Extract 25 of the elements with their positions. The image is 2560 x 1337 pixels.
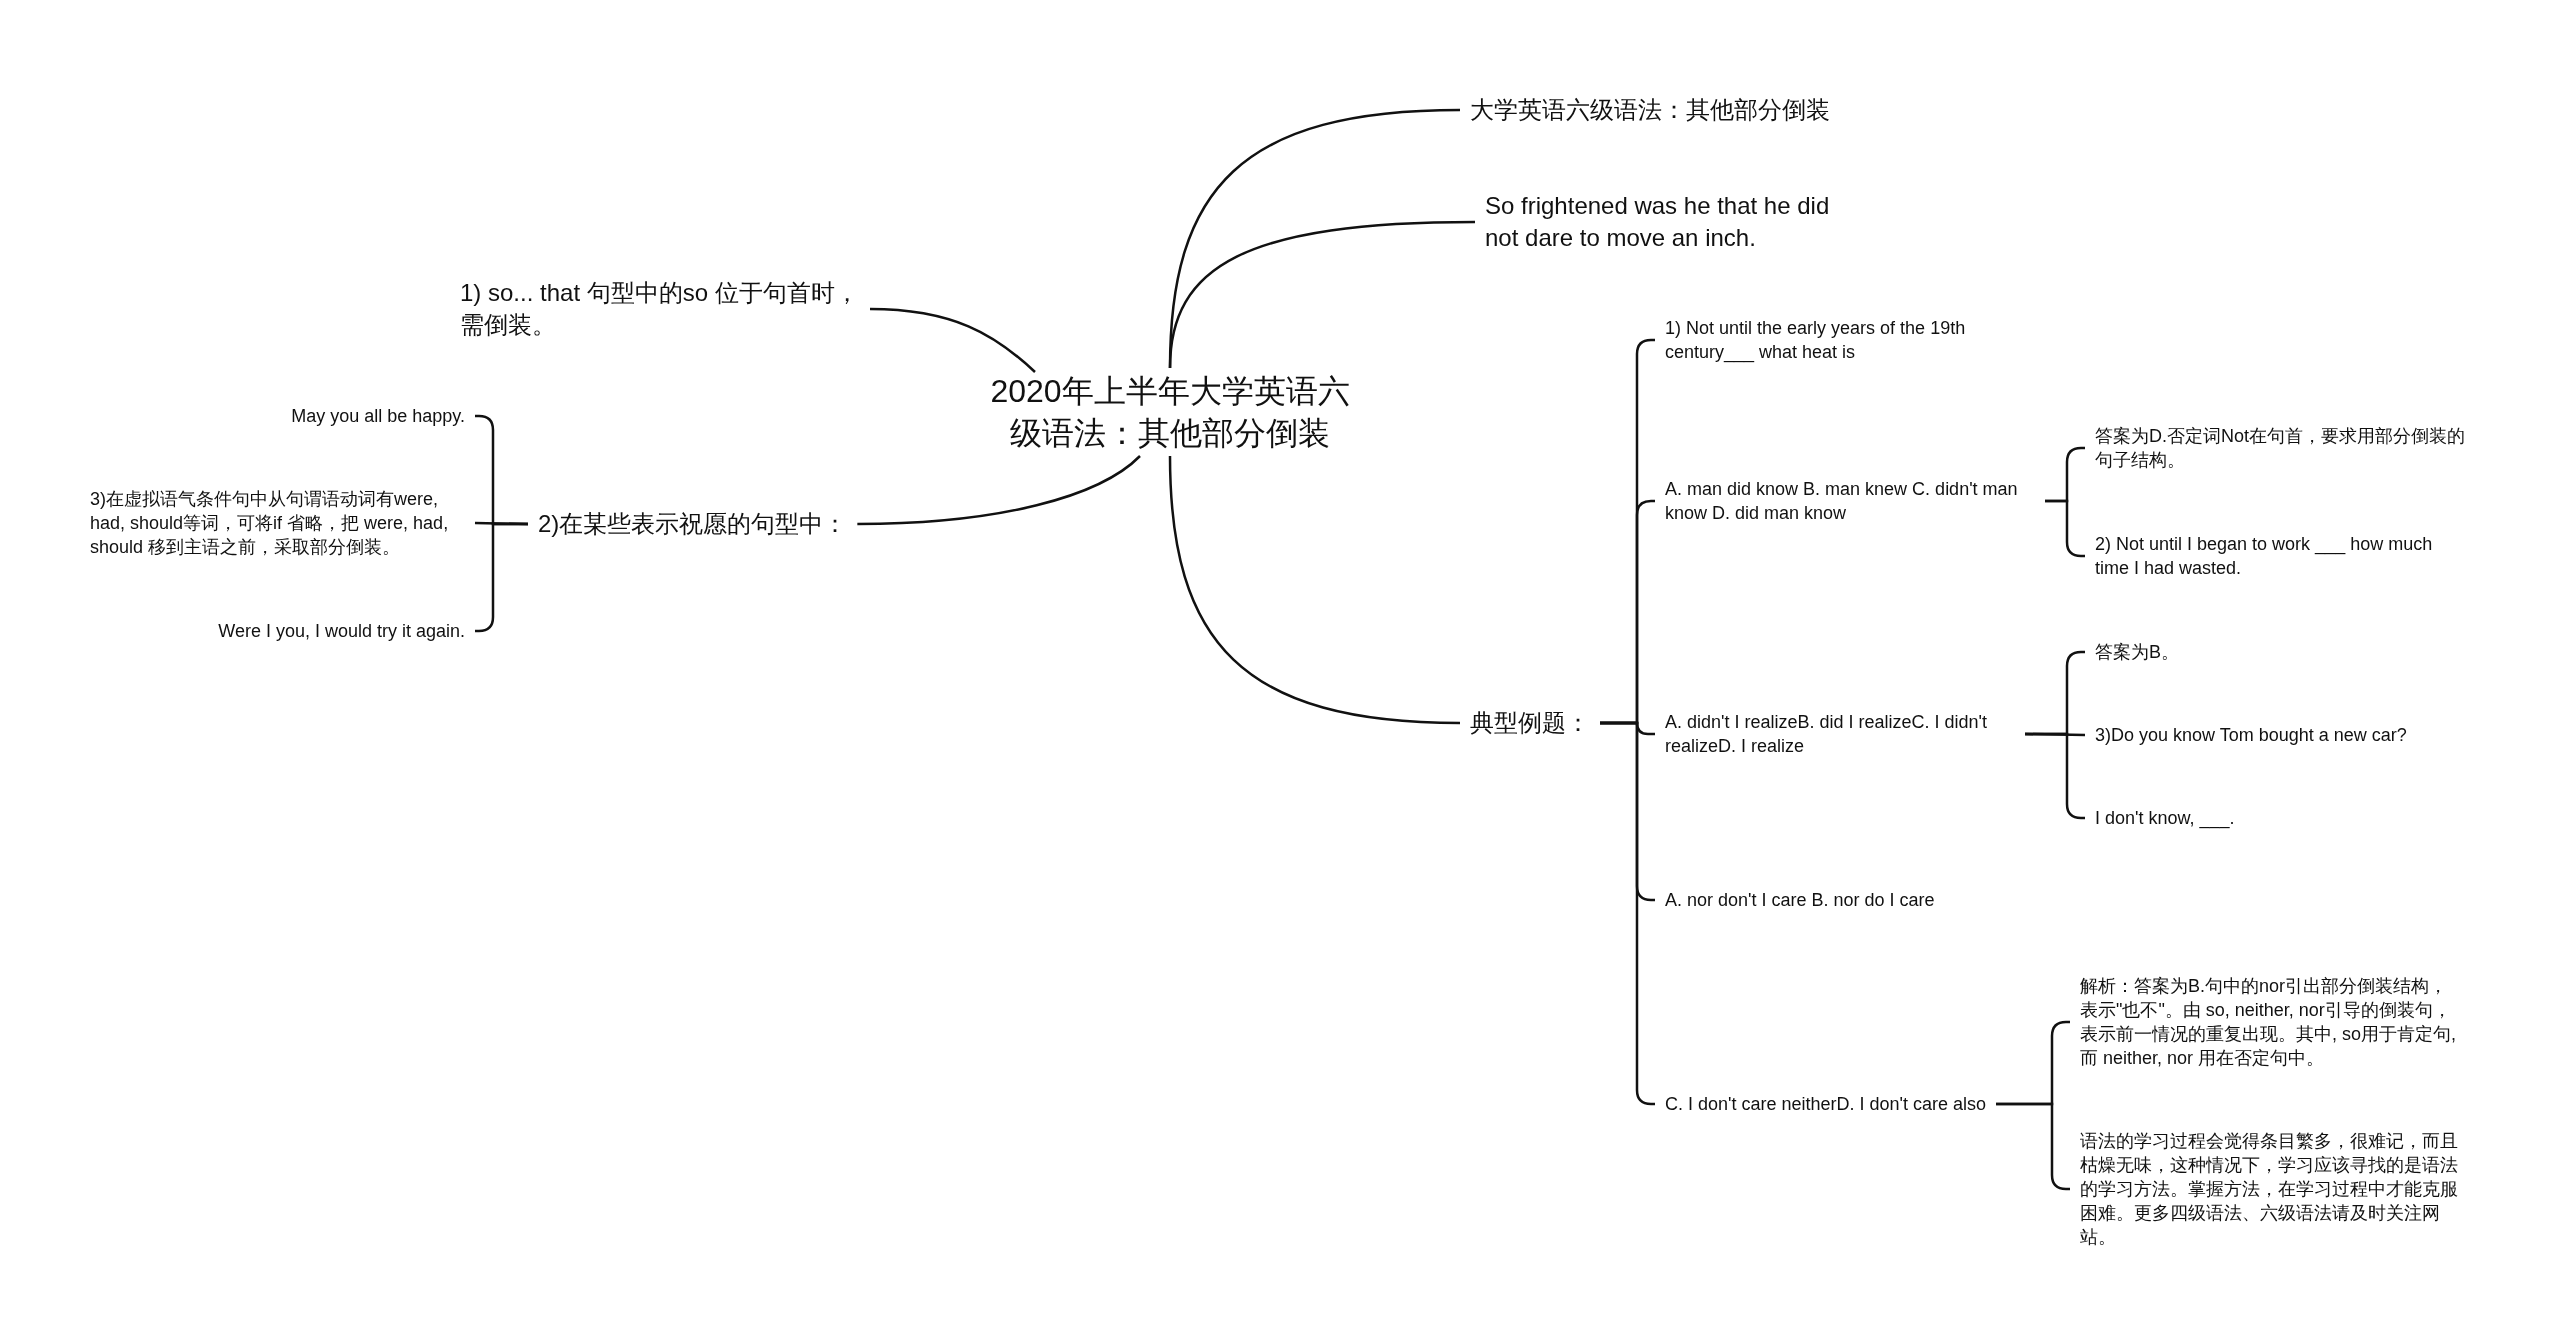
subtopic-label: 1) Not until the early years of the 19th century___ what heat is (1655, 314, 2025, 366)
subtopic-label: 3)Do you know Tom bought a new car? (2085, 721, 2417, 749)
subtopic-label: May you all be happy. (245, 402, 475, 430)
subtopic-label: 语法的学习过程会觉得条目繁多，很难记，而且枯燥无味，这种情况下，学习应该寻找的是语法的学习方法。掌握方法，在学习过程中才能克服困难。更多四级语法、六级语法请及时关注网站。 (2070, 1127, 2470, 1251)
topic-label: 2)在某些表示祝愿的句型中： (528, 506, 858, 542)
branch-line (857, 455, 1141, 526)
subtopic-label: 3)在虚拟语气条件句中从句谓语动词有were, had, should等词，可将if 省略，把 were, had, should 移到主语之前，采取部分倒装。 (80, 485, 475, 561)
topic-label: 大学英语六级语法：其他部分倒装 (1460, 92, 1930, 128)
subtopic-label: 2) Not until I began to work ___ how much time I had wasted. (2085, 530, 2465, 582)
topic-label: So frightened was he that he did not dare to move an inch. (1475, 188, 1865, 256)
subtopic-label: Were I you, I would try it again. (150, 617, 475, 645)
branch-line (869, 307, 1036, 373)
subtopic-label: I don't know, ___. (2085, 804, 2245, 832)
subtopic-label: 解析：答案为B.句中的nor引出部分倒装结构，表示"也不"。由 so, neither, nor引导的倒装句，表示前一情况的重复出现。其中, so用于肯定句, 而 neither, nor 用在否定句中。 (2070, 972, 2470, 1072)
subtopic-label: A. didn't I realizeB. did I realizeC. I didn't realizeD. I realize (1655, 708, 2025, 760)
central-topic: 2020年上半年大学英语六级语法：其他部分倒装 (975, 368, 1365, 456)
topic-label: 1) so... that 句型中的so 位于句首时，需倒装。 (450, 275, 870, 343)
subtopic-label: 答案为D.否定词Not在句首，要求用部分倒装的句子结构。 (2085, 422, 2485, 474)
branch-line (1168, 220, 1476, 369)
subtopic-label: A. nor don't I care B. nor do I care (1655, 886, 1945, 914)
subtopic-label: 答案为B。 (2085, 638, 2189, 666)
topic-label: 典型例题： (1460, 705, 1600, 741)
branch-line (1168, 455, 1461, 725)
subtopic-label: A. man did know B. man knew C. didn't man know D. did man know (1655, 475, 2045, 527)
subtopic-label: C. I don't care neitherD. I don't care also (1655, 1090, 1997, 1118)
